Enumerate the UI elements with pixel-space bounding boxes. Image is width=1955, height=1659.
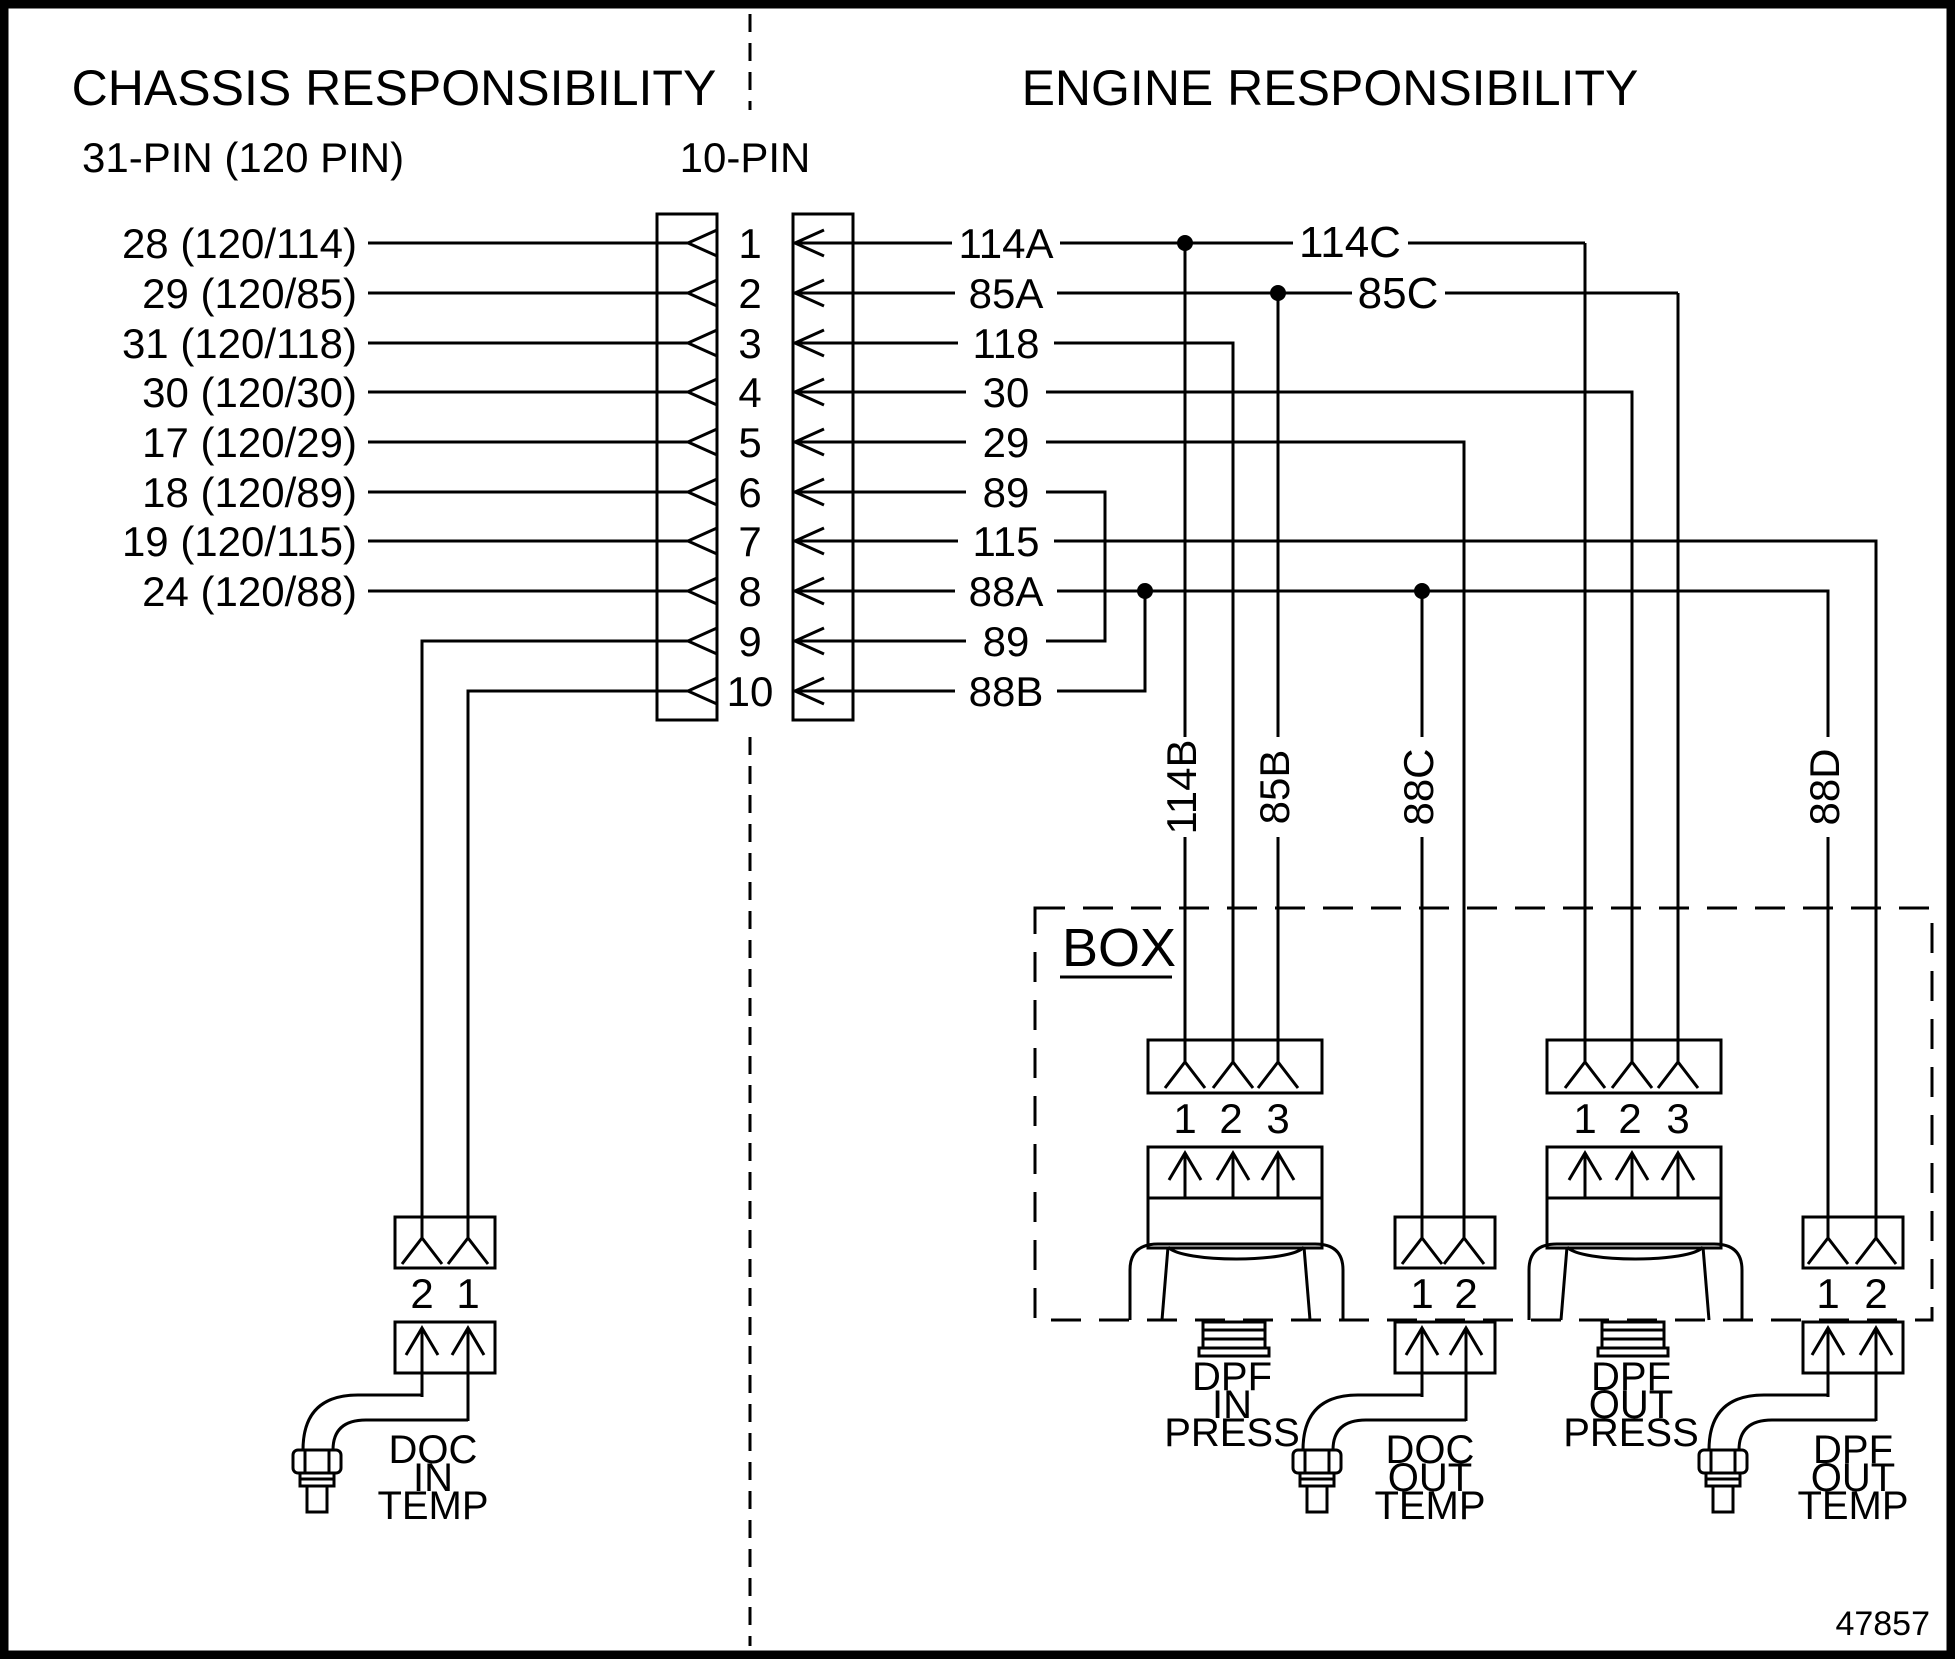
sensor-pin-number: 1	[1173, 1095, 1196, 1142]
chassis-wires	[368, 241, 688, 1238]
figure-number: 47857	[1835, 1605, 1930, 1643]
wire-label: 85A	[969, 270, 1044, 317]
chassis-pin-label: 24 (120/88)	[142, 568, 357, 615]
wire-label: 89	[983, 618, 1030, 665]
wire-label: 29	[983, 419, 1030, 466]
wire-label: 88A	[969, 568, 1044, 615]
sensor-pin-number: 3	[1666, 1095, 1689, 1142]
pin-number: 2	[738, 270, 761, 317]
threaded-stub	[1596, 1320, 1670, 1358]
sensor-pin-number: 2	[1219, 1095, 1242, 1142]
wire-label: 115	[973, 518, 1040, 565]
chassis-pin-label: 17 (120/29)	[142, 419, 357, 466]
sensor-box-enclosure: BOX	[1033, 906, 1934, 1322]
sensor-label-line: TEMP	[1797, 1484, 1908, 1528]
engine-connector-label: 10-PIN	[680, 134, 811, 181]
chassis-pin-label: 28 (120/114)	[122, 220, 357, 267]
chassis-pin-label: 31 (120/118)	[122, 320, 357, 367]
sensor-label-line: PRESS	[1164, 1411, 1300, 1455]
sensor-pin-number: 2	[1618, 1095, 1641, 1142]
sensor-label-line: OUT	[1589, 1383, 1673, 1427]
pin-number: 8	[738, 568, 761, 615]
sensor-pin-number: 1	[456, 1270, 479, 1317]
threaded-stub	[1197, 1320, 1271, 1358]
temp-probe-elbow	[291, 1393, 468, 1514]
engine-wires	[853, 235, 1878, 1238]
sensor-pin-number: 3	[1266, 1095, 1289, 1142]
chassis-pin-label: 19 (120/115)	[122, 518, 357, 565]
sensor-label-line: PRESS	[1563, 1411, 1699, 1455]
sensor-label-line: IN	[1212, 1383, 1252, 1427]
chassis-header: CHASSIS RESPONSIBILITY	[72, 60, 717, 116]
wire-label: 89	[983, 469, 1030, 516]
chassis-pin-label: 18 (120/89)	[142, 469, 357, 516]
wire-label: 114A	[959, 220, 1054, 267]
pin-number: 6	[738, 469, 761, 516]
chassis-connector-label: 31-PIN (120 PIN)	[82, 134, 404, 181]
chassis-connector	[655, 212, 719, 722]
sensor-label-line: OUT	[1388, 1456, 1472, 1500]
sensor-label-line: OUT	[1811, 1456, 1895, 1500]
engine-connector-row-lines	[795, 241, 853, 693]
hex-nut	[1527, 1242, 1744, 1320]
sensor-label-line: DPF	[1591, 1355, 1671, 1399]
sensor-pin-number: 1	[1573, 1095, 1596, 1142]
temp-probe-elbow	[1291, 1393, 1466, 1514]
sensor-pin-number: 2	[1454, 1270, 1477, 1317]
wire-label-85c: 85C	[1358, 269, 1439, 318]
dpf-out-temp-sensor: 1 2 DPF OUT TEMP	[1697, 1215, 1909, 1528]
sensor-label-line: DOC	[389, 1428, 478, 1472]
pin-number: 4	[738, 369, 761, 416]
pin-number: 1	[738, 220, 761, 267]
pin-number: 10	[727, 668, 774, 715]
hex-nut	[1128, 1242, 1345, 1320]
wire-label: 30	[983, 369, 1030, 416]
pin-number: 3	[738, 320, 761, 367]
drop-wire-labels: 114B 85B 88C 88D	[1158, 740, 1848, 835]
wire-label: 88B	[969, 668, 1044, 715]
pin-number: 9	[738, 618, 761, 665]
sensor-pin-number: 2	[410, 1270, 433, 1317]
wire-label-114c: 114C	[1299, 218, 1401, 267]
sensor-label-line: DPF	[1813, 1428, 1893, 1472]
sensor-label-line: IN	[413, 1456, 453, 1500]
chassis-pin-labels: 28 (120/114) 29 (120/85) 31 (120/118) 30…	[122, 220, 357, 615]
sensor-label-line: DPF	[1192, 1355, 1272, 1399]
box-label: BOX	[1062, 918, 1176, 978]
sensor-label-line: TEMP	[1374, 1484, 1485, 1528]
chassis-pin-label: 29 (120/85)	[142, 270, 357, 317]
dpf-out-press-sensor: 1 2 3 DPF OUT PRESS	[1527, 1038, 1744, 1455]
engine-header: ENGINE RESPONSIBILITY	[1022, 60, 1639, 116]
sensor-label-line: DOC	[1386, 1428, 1475, 1472]
wire-label-88d: 88D	[1801, 748, 1848, 825]
engine-connector	[791, 212, 855, 722]
wire-label-114b: 114B	[1158, 740, 1205, 835]
wire-label-88c: 88C	[1395, 748, 1442, 825]
doc-out-temp-sensor: 1 2 DOC OUT TEMP	[1291, 1215, 1497, 1528]
dpf-in-press-sensor: 1 2 3 DPF IN PRESS	[1128, 1038, 1345, 1455]
pin-number: 5	[738, 419, 761, 466]
sensor-pin-number: 1	[1410, 1270, 1433, 1317]
temp-probe-elbow	[1697, 1393, 1876, 1514]
sensor-label-line: TEMP	[377, 1484, 488, 1528]
sensor-pin-number: 2	[1864, 1270, 1887, 1317]
wire-label-85b: 85B	[1251, 750, 1298, 825]
engine-wire-labels: 114A 85A 118 30 29 89 115 88A 89 88B	[959, 220, 1054, 715]
connector-pin-numbers: 1 2 3 4 5 6 7 8 9 10	[727, 220, 774, 715]
chassis-pin-label: 30 (120/30)	[142, 369, 357, 416]
sensor-pin-number: 1	[1816, 1270, 1839, 1317]
wire-label: 118	[973, 320, 1040, 367]
doc-in-temp-sensor: 2 1 DOC IN TEMP	[291, 1215, 497, 1528]
pin-number: 7	[738, 518, 761, 565]
